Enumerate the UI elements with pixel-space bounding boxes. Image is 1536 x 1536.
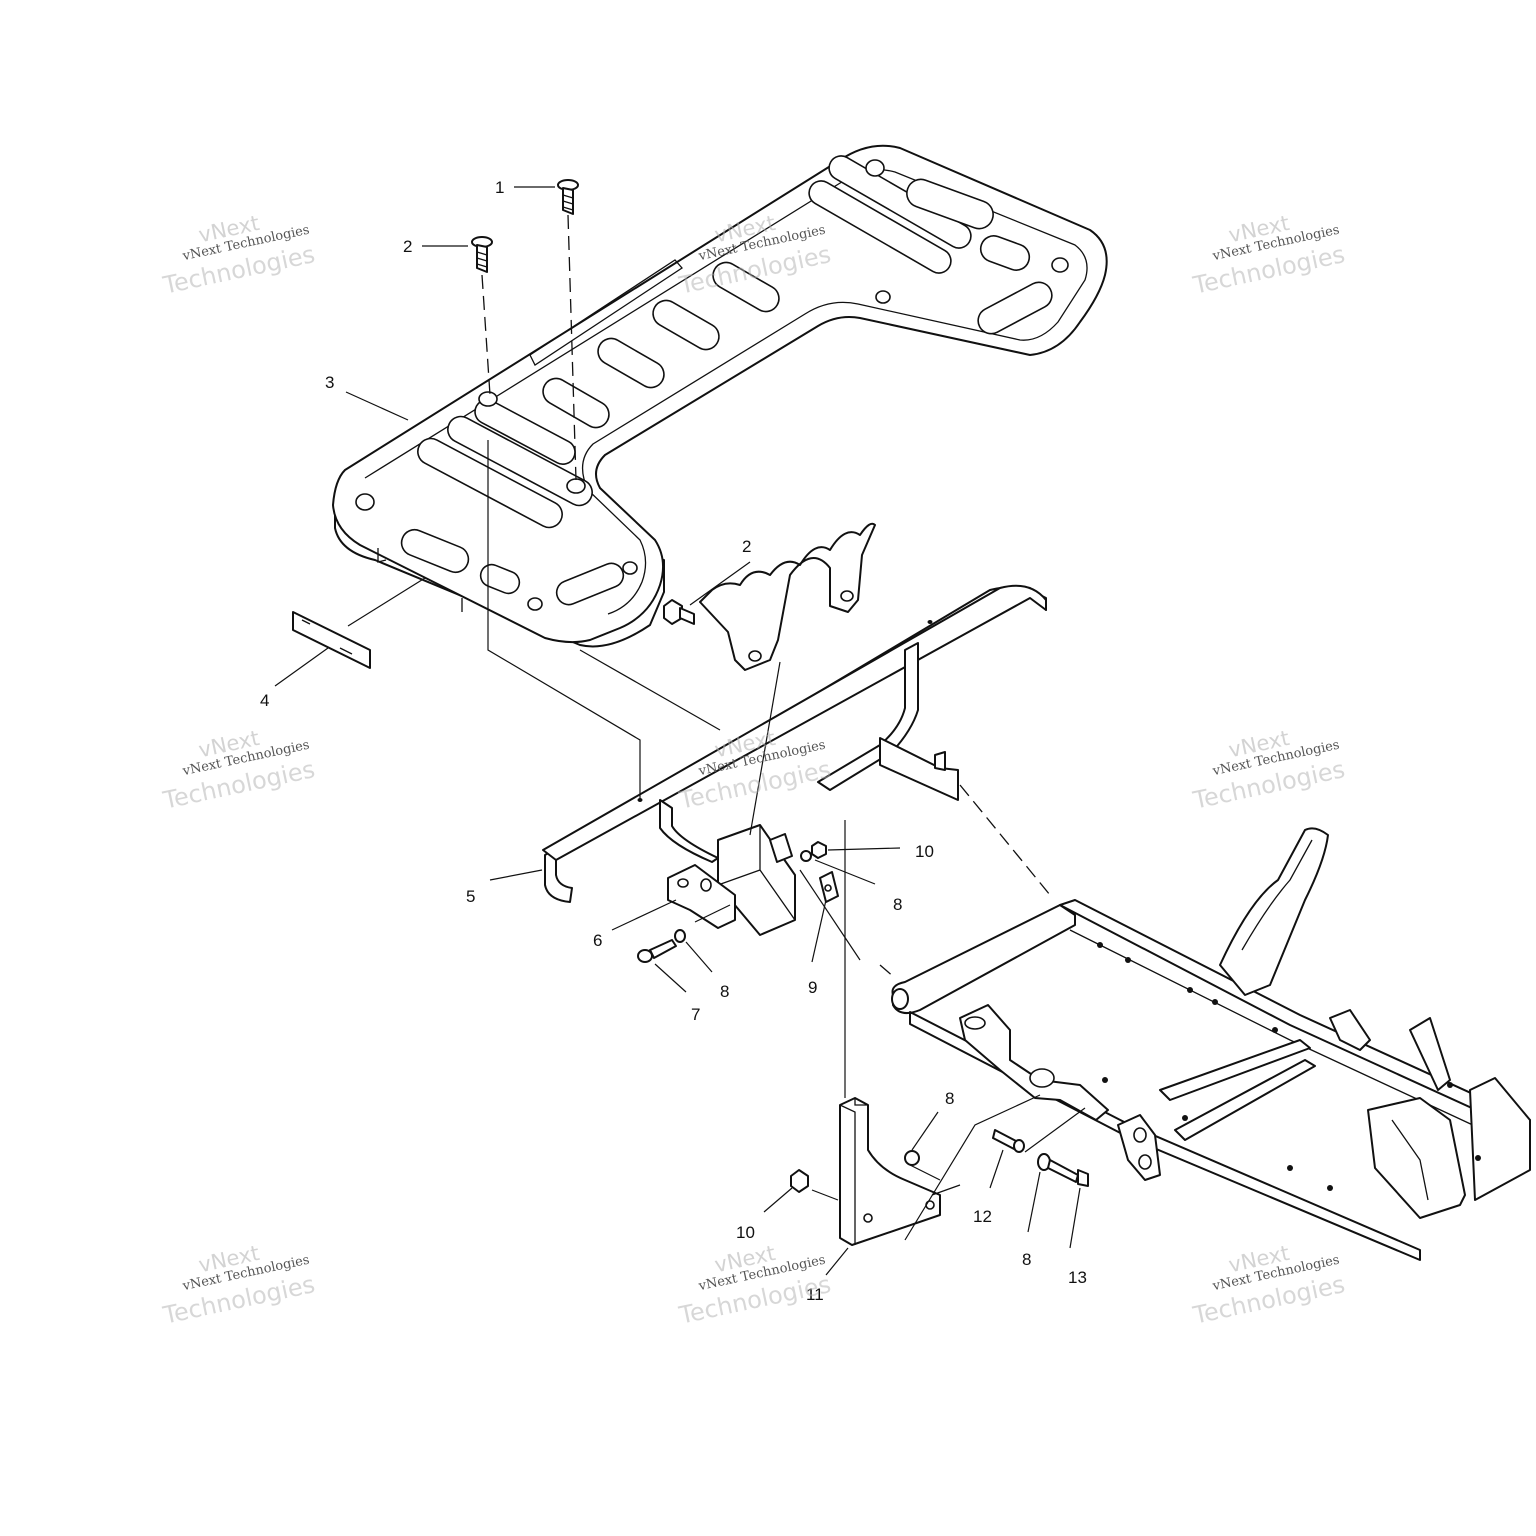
main-frame-chassis <box>891 827 1531 1261</box>
callout-10-top: 10 <box>915 842 934 861</box>
spacer-plate <box>819 871 839 903</box>
callout-10-bottom: 10 <box>736 1223 755 1242</box>
callout-13: 13 <box>1068 1268 1087 1287</box>
callout-6: 6 <box>593 931 602 950</box>
callout-labels: 1 2 3 4 2 5 6 7 8 8 9 10 8 10 11 12 8 13 <box>260 178 1087 1304</box>
bolt-part-7 <box>637 939 677 963</box>
callout-5: 5 <box>466 887 475 906</box>
callout-11: 11 <box>806 1285 824 1304</box>
rear-frame-tube <box>542 584 1047 903</box>
lower-mount-bracket <box>839 1097 941 1246</box>
callout-8-lower: 8 <box>945 1089 954 1108</box>
washer-part-8-b <box>800 850 812 862</box>
screw-part-1 <box>557 179 579 215</box>
reflector-decal <box>292 611 371 669</box>
spacer-sleeve <box>992 1129 1025 1153</box>
callout-8-right: 8 <box>893 895 902 914</box>
callout-3: 3 <box>325 373 334 392</box>
nut-part-10-b <box>790 1169 809 1193</box>
washer-part-8-a <box>674 929 686 943</box>
rear-rack <box>332 144 1108 648</box>
callout-4: 4 <box>260 691 269 710</box>
center-mount-bracket <box>717 824 796 936</box>
assembly-lines <box>481 214 1086 1241</box>
callout-leaders <box>274 186 1081 1276</box>
callout-7: 7 <box>691 1005 700 1024</box>
rack-mount-plate <box>699 522 876 671</box>
nut-part-10-a <box>811 841 827 859</box>
bolt-part-13 <box>1047 1159 1089 1187</box>
screw-part-2-top <box>471 236 493 273</box>
bolt-part-2-mid <box>663 599 695 625</box>
callout-12: 12 <box>973 1207 992 1226</box>
callout-8-left: 8 <box>720 982 729 1001</box>
callout-2-mid: 2 <box>742 537 751 556</box>
callout-2-top: 2 <box>403 237 412 256</box>
callout-8-bottom: 8 <box>1022 1250 1031 1269</box>
callout-9: 9 <box>808 978 817 997</box>
callout-1: 1 <box>495 178 504 197</box>
washer-part-8-c <box>904 1150 920 1166</box>
